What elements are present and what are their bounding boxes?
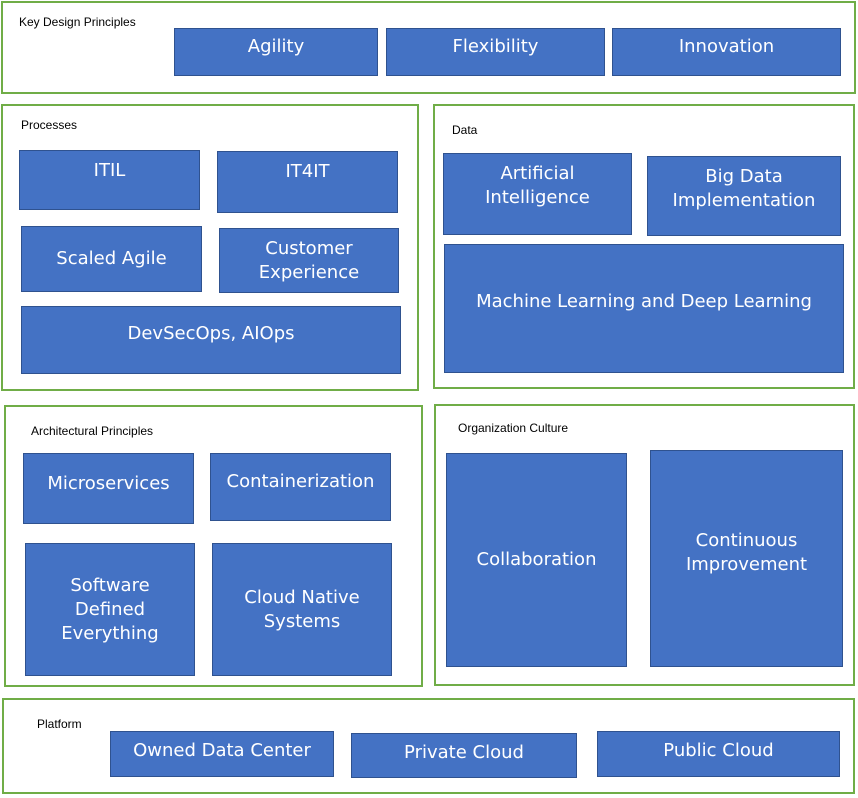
data-title: Data — [452, 123, 478, 137]
organization-culture-title: Organization Culture — [458, 421, 569, 435]
itil-box: ITIL — [19, 150, 200, 210]
customer-experience-box: Customer Experience — [219, 228, 399, 293]
key-design-principles-title: Key Design Principles — [19, 15, 136, 29]
microservices-box: Microservices — [23, 453, 194, 524]
it4it-box: IT4IT — [217, 151, 398, 213]
processes-title: Processes — [21, 118, 78, 132]
public-cloud-box: Public Cloud — [597, 731, 840, 777]
devsecops-aiops-box: DevSecOps, AIOps — [21, 306, 401, 374]
continuous-improvement-box: Continuous Improvement — [650, 450, 843, 667]
artificial-intelligence-box: Artificial Intelligence — [443, 153, 632, 235]
software-defined-everything-box: Software Defined Everything — [25, 543, 195, 676]
collaboration-box: Collaboration — [446, 453, 627, 667]
innovation-box: Innovation — [612, 28, 841, 76]
platform-title: Platform — [37, 717, 82, 731]
architectural-principles-title: Architectural Principles — [31, 424, 154, 438]
agility-box: Agility — [174, 28, 378, 76]
machine-learning-box: Machine Learning and Deep Learning — [444, 244, 844, 373]
scaled-agile-box: Scaled Agile — [21, 226, 202, 292]
big-data-implementation-box: Big Data Implementation — [647, 156, 841, 236]
cloud-native-systems-box: Cloud Native Systems — [212, 543, 392, 676]
containerization-box: Containerization — [210, 453, 391, 521]
owned-data-center-box: Owned Data Center — [110, 731, 334, 777]
private-cloud-box: Private Cloud — [351, 733, 577, 778]
flexibility-box: Flexibility — [386, 28, 605, 76]
